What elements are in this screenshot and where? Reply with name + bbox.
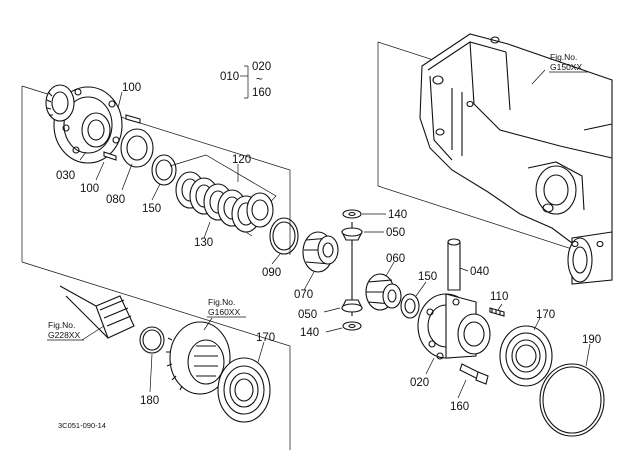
fig-ref-label-g228: Fig.No.: [48, 320, 75, 330]
snap-ring-180: [139, 326, 165, 354]
diagram-code: 3C051-090-14: [58, 421, 106, 430]
callout-160: 160: [450, 401, 469, 413]
callout-170-right: 170: [536, 309, 555, 321]
diff-case-020: [417, 293, 491, 360]
callout-150-upper: 150: [142, 203, 161, 215]
ring-090: [269, 217, 299, 255]
callout-150-lower: 150: [418, 271, 437, 283]
fig-ref-code-g150: G150XX: [550, 62, 582, 72]
callout-050-upper: 050: [386, 227, 405, 239]
callout-130: 130: [194, 237, 213, 249]
callout-140-upper: 140: [388, 209, 407, 221]
diff-housing-030: [45, 84, 123, 164]
callout-040: 040: [470, 266, 489, 278]
range-bracket: 010 020 ~ 160: [220, 61, 271, 99]
callout-010: 010: [220, 71, 239, 83]
callout-140-lower: 140: [300, 327, 319, 339]
side-gear-060: [365, 273, 402, 311]
bearing-170-left: [217, 357, 271, 423]
callout-020: 020: [410, 377, 429, 389]
fig-ref-label-g160: Fig.No.: [208, 297, 235, 307]
snap-ring-190: [539, 363, 605, 437]
clutch-plate-pack: [169, 154, 277, 237]
leader-lines: [79, 69, 591, 399]
shim-150-upper: [151, 154, 177, 186]
fig-ref-code-g228: G228XX: [48, 330, 80, 340]
callout-100-lower: 100: [80, 183, 99, 195]
axle-shaft: [59, 285, 135, 339]
callout-170-left: 170: [256, 332, 275, 344]
side-gear-070: [302, 231, 339, 273]
range-separator: ~: [256, 74, 263, 86]
callout-180: 180: [140, 395, 159, 407]
callout-110: 110: [490, 291, 508, 303]
pins-100: [103, 114, 141, 161]
callout-090: 090: [262, 267, 281, 279]
callout-050-lower: 050: [298, 309, 317, 321]
shim-150-lower: [400, 293, 420, 319]
fig-ref-code-g160: G160XX: [208, 307, 240, 317]
callout-070: 070: [294, 289, 313, 301]
pinion-shaft-and-gears: [341, 209, 363, 331]
spur-gear: [166, 321, 231, 395]
transmission-case: [419, 33, 613, 285]
callout-100-upper: 100: [122, 82, 141, 94]
thrust-washer-080: [120, 128, 154, 168]
callout-020-range: 020: [252, 61, 271, 73]
callout-120: 120: [232, 154, 251, 166]
callout-190: 190: [582, 334, 601, 346]
callout-160-range: 160: [252, 87, 271, 99]
fig-ref-label-g150: Fig.No.: [550, 52, 577, 62]
bolt-110: [489, 307, 505, 317]
callout-030: 030: [56, 170, 75, 182]
shaft-040: [447, 238, 461, 291]
bolt-160-lower: [459, 363, 489, 385]
figure-references: Fig.No. G150XX Fig.No. G160XX Fig.No. G2…: [47, 52, 588, 341]
callout-060: 060: [386, 253, 405, 265]
callouts: 100 030 100 080 150 120 130 090 140 050 …: [56, 82, 601, 413]
bearing-170-right: [499, 325, 553, 387]
callout-080: 080: [106, 194, 125, 206]
